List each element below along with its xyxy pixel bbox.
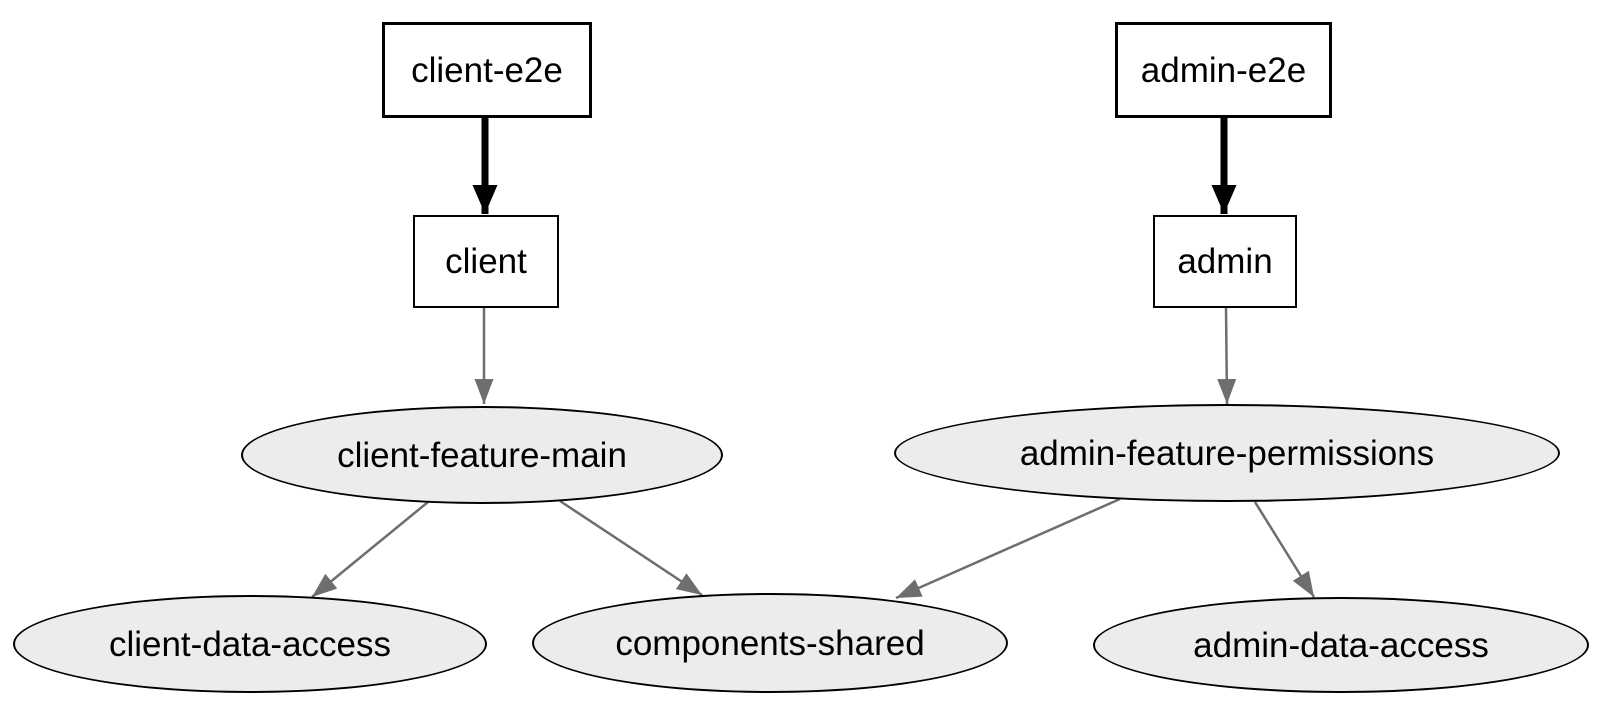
edge-client-feature-main-to-components-shared xyxy=(559,499,703,597)
edge-admin-feature-permissions-to-admin-data-access xyxy=(1253,501,1316,598)
node-label-admin: admin xyxy=(1177,242,1273,281)
node-client-feature-main: client-feature-main xyxy=(241,406,723,504)
node-label-client: client xyxy=(445,242,527,281)
node-components-shared: components-shared xyxy=(532,593,1008,693)
node-admin-feature-permissions: admin-feature-permissions xyxy=(894,404,1560,502)
edge-admin-to-admin-feature-permissions xyxy=(1217,306,1237,405)
node-label-admin-feature-permissions: admin-feature-permissions xyxy=(1019,433,1435,473)
node-admin-e2e: admin-e2e xyxy=(1115,22,1332,118)
node-label-client-e2e: client-e2e xyxy=(411,50,563,90)
node-client: client xyxy=(413,215,559,308)
node-label-client-feature-main: client-feature-main xyxy=(337,435,627,475)
node-label-components-shared: components-shared xyxy=(615,623,925,663)
node-label-admin-data-access: admin-data-access xyxy=(1193,625,1489,665)
edge-admin-feature-permissions-to-components-shared xyxy=(895,497,1121,600)
node-admin: admin xyxy=(1153,215,1297,308)
edge-client-feature-main-to-client-data-access xyxy=(311,501,429,598)
node-label-client-data-access: client-data-access xyxy=(108,624,392,664)
node-client-data-access: client-data-access xyxy=(13,595,487,693)
node-label-admin-e2e: admin-e2e xyxy=(1140,50,1307,90)
node-admin-data-access: admin-data-access xyxy=(1093,597,1589,693)
node-client-e2e: client-e2e xyxy=(382,22,592,118)
